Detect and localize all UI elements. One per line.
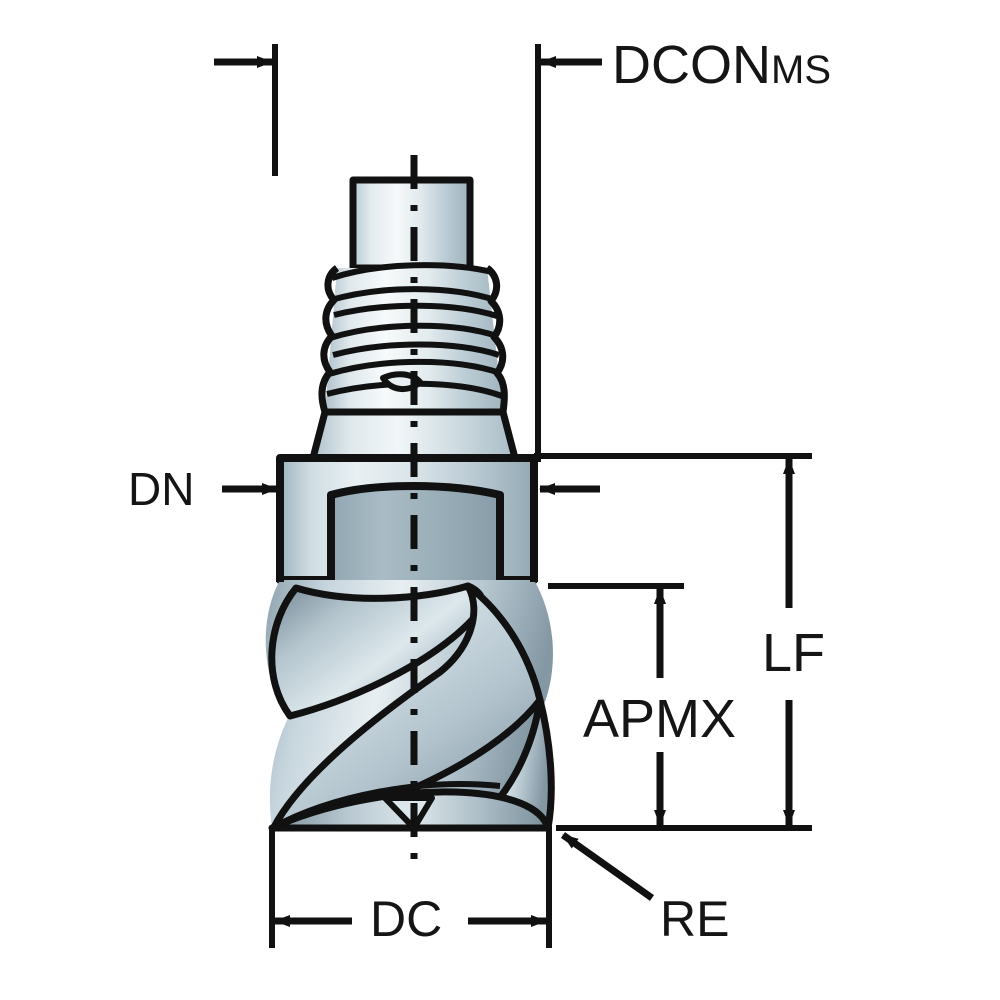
- dimension-dcon-ms: [214, 44, 602, 462]
- label-apmx: APMX: [583, 689, 737, 749]
- label-re: RE: [660, 891, 730, 947]
- label-lf: LF: [762, 623, 826, 683]
- label-dcon-ms-text: DCON: [612, 35, 771, 95]
- label-dc: DC: [370, 891, 443, 947]
- re-leader-line: [560, 832, 655, 901]
- label-dn: DN: [128, 463, 195, 515]
- center-tip-wedge: [382, 795, 435, 831]
- shoulder-edge: [276, 458, 538, 582]
- thread-helix-lines-lower: [332, 302, 500, 358]
- dimension-apmx: [548, 583, 684, 831]
- cutter-geometry: [265, 176, 555, 832]
- thread-body: [325, 268, 503, 412]
- helical-flute-upper: [268, 582, 486, 720]
- label-dcon-ms-subscript: MS: [771, 48, 831, 92]
- dimension-dc: [269, 826, 552, 948]
- label-dcon-ms: DCONMS: [612, 38, 831, 92]
- end-face-sweep: [270, 781, 501, 831]
